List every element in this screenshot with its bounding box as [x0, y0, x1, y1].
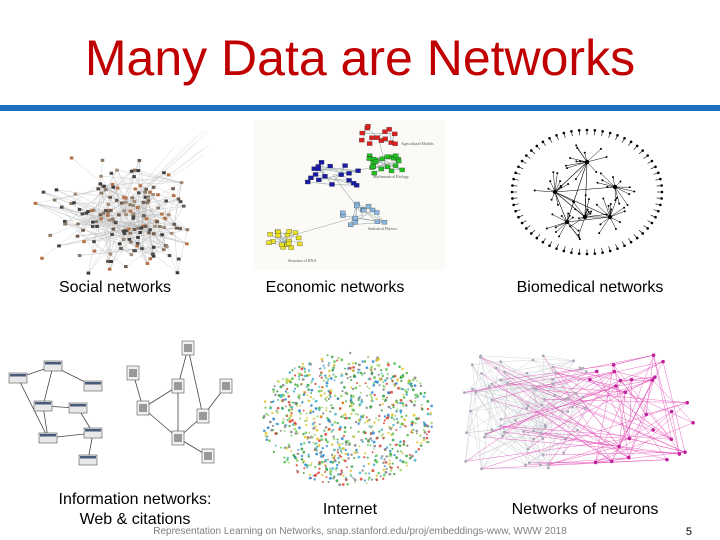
- information-networks-caption-line1: Information networks:: [58, 491, 212, 508]
- econ-label-math-bio: Mathematical Biology: [373, 174, 409, 179]
- neuron-network-image: [448, 345, 708, 480]
- biomedical-network-image: [505, 122, 670, 262]
- economic-networks-caption: Economic networks: [265, 279, 405, 296]
- slide-footer: Representation Learning on Networks, sna…: [153, 526, 567, 537]
- information-network-image: [8, 338, 240, 478]
- internet-map-image: [258, 345, 438, 493]
- social-networks-caption: Social networks: [58, 279, 172, 296]
- information-networks-caption: Information networks: Web & citations: [30, 490, 240, 530]
- econ-label-agricultural: Agricultural Models: [401, 141, 434, 146]
- econ-label-stat-phys: Statistical Physics: [368, 226, 397, 231]
- title-divider: [0, 105, 720, 111]
- econ-label-rna: Structure of RNA: [288, 258, 317, 263]
- information-networks-caption-line2: Web & citations: [79, 511, 191, 528]
- internet-caption: Internet: [322, 501, 378, 518]
- slide-title: Many Data are Networks: [84, 30, 636, 86]
- social-network-image: [22, 125, 212, 275]
- economic-network-image: Agricultural Models Mathematical Biology…: [253, 120, 445, 270]
- biomedical-networks-caption: Biomedical networks: [516, 279, 664, 296]
- networks-of-neurons-caption: Networks of neurons: [511, 501, 659, 518]
- page-number: 5: [685, 526, 692, 538]
